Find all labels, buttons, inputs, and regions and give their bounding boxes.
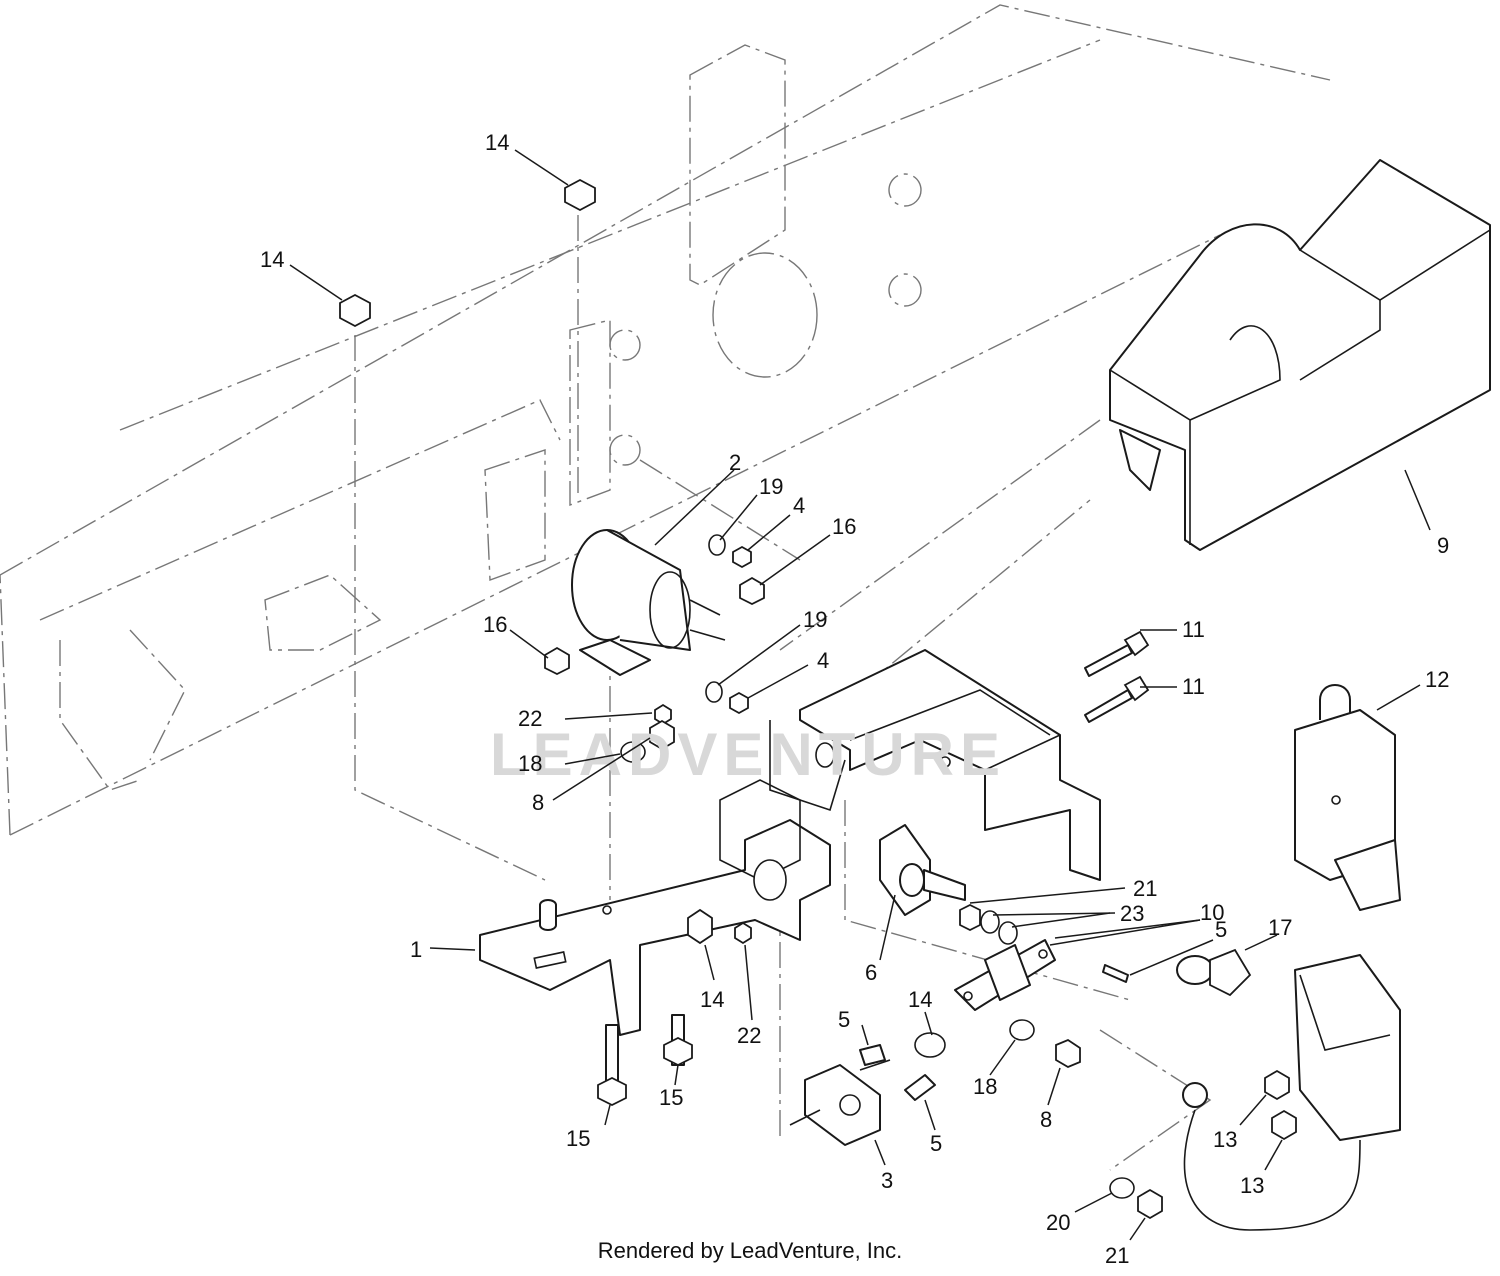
callout-11: 11 <box>1182 617 1205 642</box>
callout-6: 6 <box>865 960 877 985</box>
callout-17: 17 <box>1268 915 1292 940</box>
callout-4: 4 <box>793 493 805 518</box>
callout-2: 2 <box>729 450 741 475</box>
callout-21: 21 <box>1105 1243 1129 1268</box>
callout-14: 14 <box>260 247 284 272</box>
callout-3: 3 <box>881 1168 893 1193</box>
cable-connector <box>1182 954 1401 1231</box>
callout-4: 4 <box>817 648 829 673</box>
callout-11: 11 <box>1182 674 1205 699</box>
callout-18: 18 <box>518 751 542 776</box>
bolt-part-17 <box>1176 948 1252 997</box>
solenoid-part-2 <box>571 529 726 676</box>
mounting-plate-part-1 <box>479 779 831 1036</box>
callout-13: 13 <box>1213 1127 1237 1152</box>
callout-16: 16 <box>832 514 856 539</box>
callout-19: 19 <box>803 607 827 632</box>
assembly-lines <box>354 215 1212 1171</box>
callout-5: 5 <box>838 1007 850 1032</box>
connector-part-12 <box>1294 684 1401 911</box>
callout-15: 15 <box>659 1085 683 1110</box>
box-bracket <box>769 649 1101 881</box>
bolts-part-11 <box>1084 630 1150 723</box>
callout-13: 13 <box>1240 1173 1264 1198</box>
callout-12: 12 <box>1425 667 1449 692</box>
callout-5: 5 <box>930 1131 942 1156</box>
callout-21: 21 <box>1133 876 1157 901</box>
callout-1: 1 <box>410 937 422 962</box>
callout-8: 8 <box>532 790 544 815</box>
callout-10: 10 <box>1200 900 1224 925</box>
hardware <box>339 178 1297 1220</box>
callout-23: 23 <box>1120 901 1144 926</box>
callout-20: 20 <box>1046 1210 1070 1235</box>
link-part-10 <box>954 939 1056 1011</box>
callout-22: 22 <box>737 1023 761 1048</box>
circuit-breaker-part-3 <box>789 1059 891 1146</box>
callout-19: 19 <box>759 474 783 499</box>
callout-5: 5 <box>1215 917 1227 942</box>
callout-14: 14 <box>908 987 932 1012</box>
callout-8: 8 <box>1040 1107 1052 1132</box>
callout-labels: 14 14 2 19 4 16 9 16 19 4 11 11 12 22 18… <box>260 130 1449 1268</box>
cover-part-9 <box>1109 159 1491 551</box>
callout-9: 9 <box>1437 533 1449 558</box>
credit-line: Rendered by LeadVenture, Inc. <box>597 1238 903 1263</box>
callout-14: 14 <box>700 987 724 1012</box>
watermark: LEADVENTURE <box>490 721 1006 788</box>
callout-16: 16 <box>483 612 507 637</box>
leader-lines <box>289 149 1431 1241</box>
terminal-part-6 <box>879 824 966 916</box>
callout-15: 15 <box>566 1126 590 1151</box>
callout-18: 18 <box>973 1074 997 1099</box>
callout-14: 14 <box>485 130 509 155</box>
callout-22: 22 <box>518 706 542 731</box>
